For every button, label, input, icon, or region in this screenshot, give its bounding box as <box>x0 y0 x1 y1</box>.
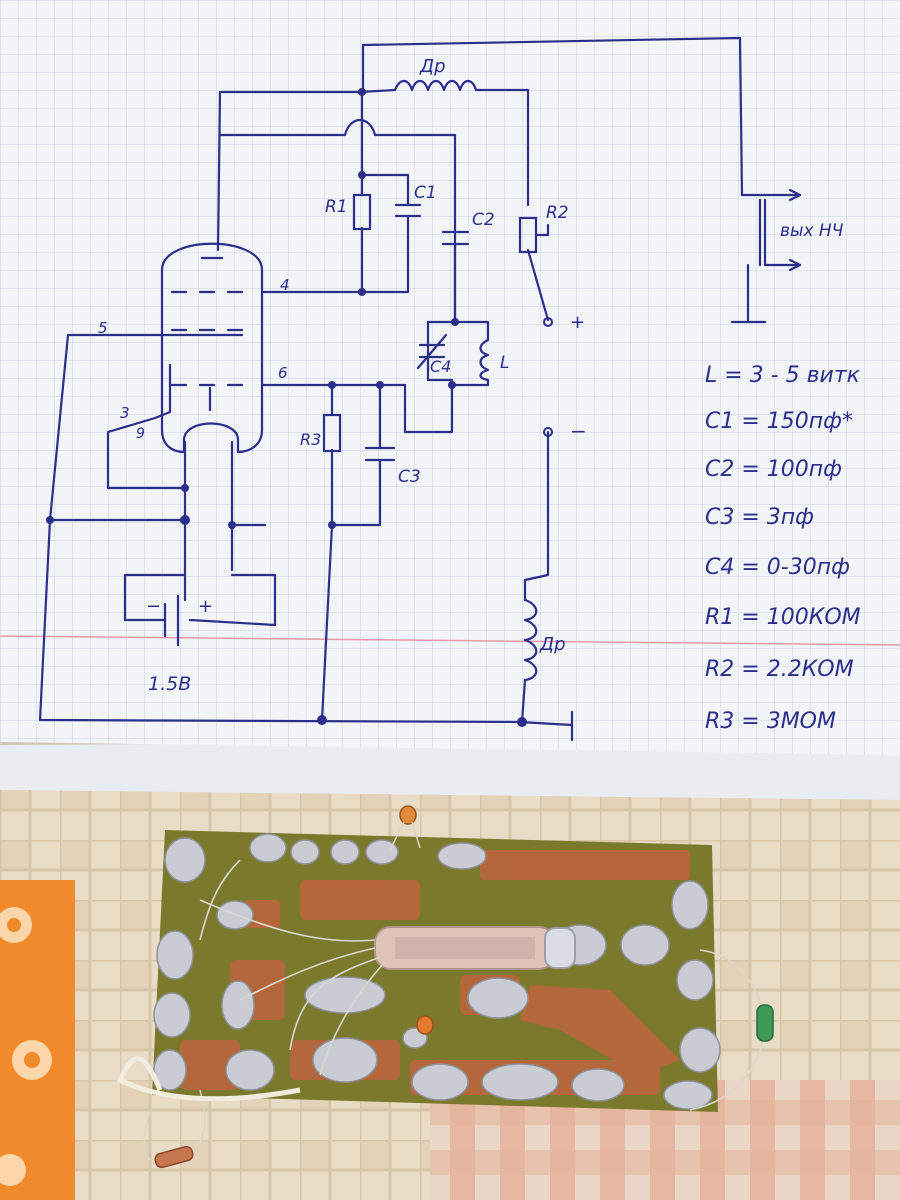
label-pin9: 9 <box>136 426 145 442</box>
inductor-l <box>479 338 490 382</box>
label-plus: + <box>570 312 585 333</box>
capacitor-c3 <box>364 446 396 462</box>
schematic-wires <box>38 36 802 742</box>
resistor <box>143 1089 206 1169</box>
label-output: вых НЧ <box>780 221 844 241</box>
paper-margin-line <box>0 635 900 646</box>
value-line: R3 = 3МОМ <box>705 709 836 734</box>
resistor <box>756 1004 774 1042</box>
capacitor-c1 <box>394 203 422 218</box>
resistor-r3 <box>322 413 342 453</box>
pcb-board <box>116 805 774 1169</box>
capacitor-c4 <box>416 333 448 370</box>
paper-sheet <box>0 0 900 755</box>
label-inductor: L <box>500 353 509 373</box>
label-r3: R3 <box>300 430 321 449</box>
value-line: C3 = 3пф <box>705 505 814 530</box>
capacitor <box>416 1015 434 1035</box>
junction-dots <box>46 88 553 727</box>
label-choke-top: Др <box>419 56 446 77</box>
battery-wire <box>116 1056 301 1102</box>
label-c2: C2 <box>472 210 495 230</box>
label-choke-bottom: Др <box>539 634 566 655</box>
value-line: R2 = 2.2КОМ <box>705 657 854 682</box>
value-line: L = 3 - 5 витк <box>705 363 861 388</box>
value-line: C1 = 150пф* <box>705 409 853 434</box>
label-c1: C1 <box>414 183 437 203</box>
orange-pattern <box>0 880 75 1200</box>
component-values: L = 3 - 5 витк C1 = 150пф* C2 = 100пф C3… <box>705 363 861 734</box>
label-c3: C3 <box>398 467 421 487</box>
battery-plus-mark: + <box>198 596 213 617</box>
label-pin3: 3 <box>120 404 130 422</box>
label-r1: R1 <box>325 197 348 217</box>
battery-minus-mark: − <box>146 596 161 617</box>
label-pin6: 6 <box>278 364 288 382</box>
label-pin4: 4 <box>280 276 290 294</box>
value-line: C4 = 0-30пф <box>705 555 850 580</box>
schematic-labels: Др R1 C1 C2 R2 вых НЧ + − C4 L R3 C3 4 5… <box>98 56 844 695</box>
label-pin5: 5 <box>98 319 108 337</box>
resistor-r2 <box>518 216 550 254</box>
value-line: R1 = 100КОМ <box>705 605 861 630</box>
resistor-r1 <box>352 193 372 231</box>
solder-joints <box>153 833 721 1110</box>
label-c4: C4 <box>430 357 451 376</box>
capacitor <box>389 805 421 851</box>
label-battery: 1.5В <box>148 673 191 695</box>
value-line: C2 = 100пф <box>705 457 842 482</box>
capacitor-c2 <box>441 230 470 246</box>
paper-sheet-under <box>0 740 900 800</box>
component-leads <box>199 859 766 1111</box>
label-r2: R2 <box>546 203 569 223</box>
label-minus: − <box>570 419 587 443</box>
subminiature-tube <box>374 926 576 970</box>
